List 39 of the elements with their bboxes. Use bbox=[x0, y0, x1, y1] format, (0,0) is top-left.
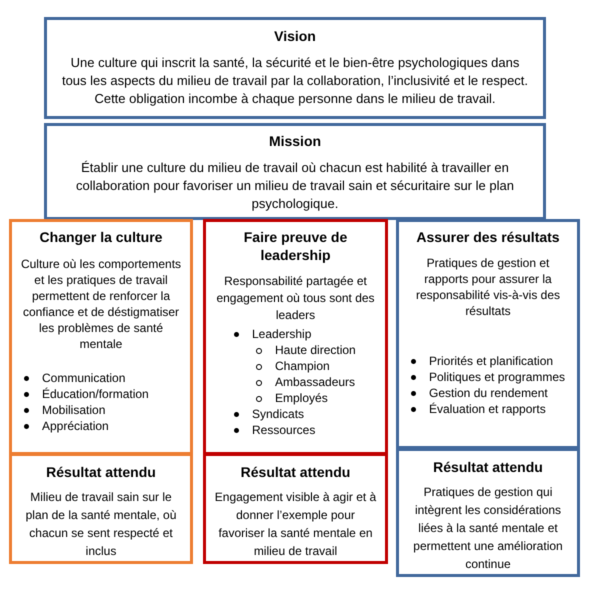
panel-description: Pratiques de gestion et rapports pour assurer la responsabilité vis-à-vis des résultats bbox=[414, 255, 562, 319]
panel-heading: Vision bbox=[273, 27, 317, 46]
panel-description: Milieu de travail sain sur le plan de la santé mentale, où chacun se sent respecté et inclus bbox=[24, 489, 178, 560]
pillar-card bbox=[203, 219, 388, 455]
panel-description: Culture où les comportements et les pratiques de travail permettent de renforcer la confiance et de déstigmatiser les problèmes de santé mentale bbox=[20, 256, 182, 352]
panel-heading: Résultat attendu bbox=[45, 463, 157, 482]
list-item-text: Ambassadeurs bbox=[275, 374, 356, 390]
panel-description: Responsabilité partagée et engagement où tous sont des leaders bbox=[215, 273, 376, 324]
panel-description: Engagement visible à agir et à donner l’exemple pour favoriser la santé mentale en milieu de travail bbox=[214, 489, 377, 560]
list-item-text: Appréciation bbox=[42, 418, 109, 434]
panel-heading: Assurer des résultats bbox=[415, 228, 561, 247]
panel-description: Établir une culture du milieu de travail où chacun est habilité à travailler en collaboration pour favoriser un milieu de travail sain et sécuritaire sur le plan psychologique. bbox=[75, 159, 515, 213]
list-item-text: Employés bbox=[275, 390, 328, 406]
panel-heading: Résultat attendu bbox=[240, 463, 352, 482]
list-item-text: Mobilisation bbox=[42, 402, 106, 418]
list-item-text: Communication bbox=[42, 370, 126, 386]
list-item-text: Priorités et planification bbox=[429, 353, 554, 369]
pillar-card bbox=[9, 219, 193, 455]
panel-description: Pratiques de gestion qui intègrent les considérations liées à la santé mentale et permettent une amélioration continue bbox=[412, 484, 564, 573]
outcome-card bbox=[396, 448, 580, 577]
list-item-text: Évaluation et rapports bbox=[429, 401, 546, 417]
panel-description: Une culture qui inscrit la santé, la sécurité et le bien-être psychologiques dans tous les aspects du milieu de travail par la collaboration, l’inclusivité et le respect. Cette obligation incombe à chaque personne dans le milieu de travail. bbox=[60, 54, 530, 108]
list-item-text: Haute direction bbox=[275, 342, 356, 358]
list-item-text: Politiques et programmes bbox=[429, 369, 566, 385]
list-item-text: Éducation/formation bbox=[42, 386, 149, 402]
list-item-text: Syndicats bbox=[252, 406, 304, 422]
panel-heading: Faire preuve de leadership bbox=[242, 228, 348, 264]
list-item-text: Champion bbox=[275, 358, 330, 374]
list-item-text: Ressources bbox=[252, 422, 316, 438]
outcome-card bbox=[9, 453, 193, 564]
list-item-text: Leadership bbox=[252, 326, 312, 342]
panel-heading: Mission bbox=[268, 132, 322, 151]
mission-panel bbox=[44, 123, 546, 220]
pillar-card bbox=[396, 219, 580, 449]
outcome-card bbox=[203, 453, 388, 564]
panel-heading: Changer la culture bbox=[38, 228, 164, 247]
vision-panel bbox=[44, 17, 546, 119]
panel-heading: Résultat attendu bbox=[432, 458, 544, 477]
list-item-text: Gestion du rendement bbox=[429, 385, 548, 401]
